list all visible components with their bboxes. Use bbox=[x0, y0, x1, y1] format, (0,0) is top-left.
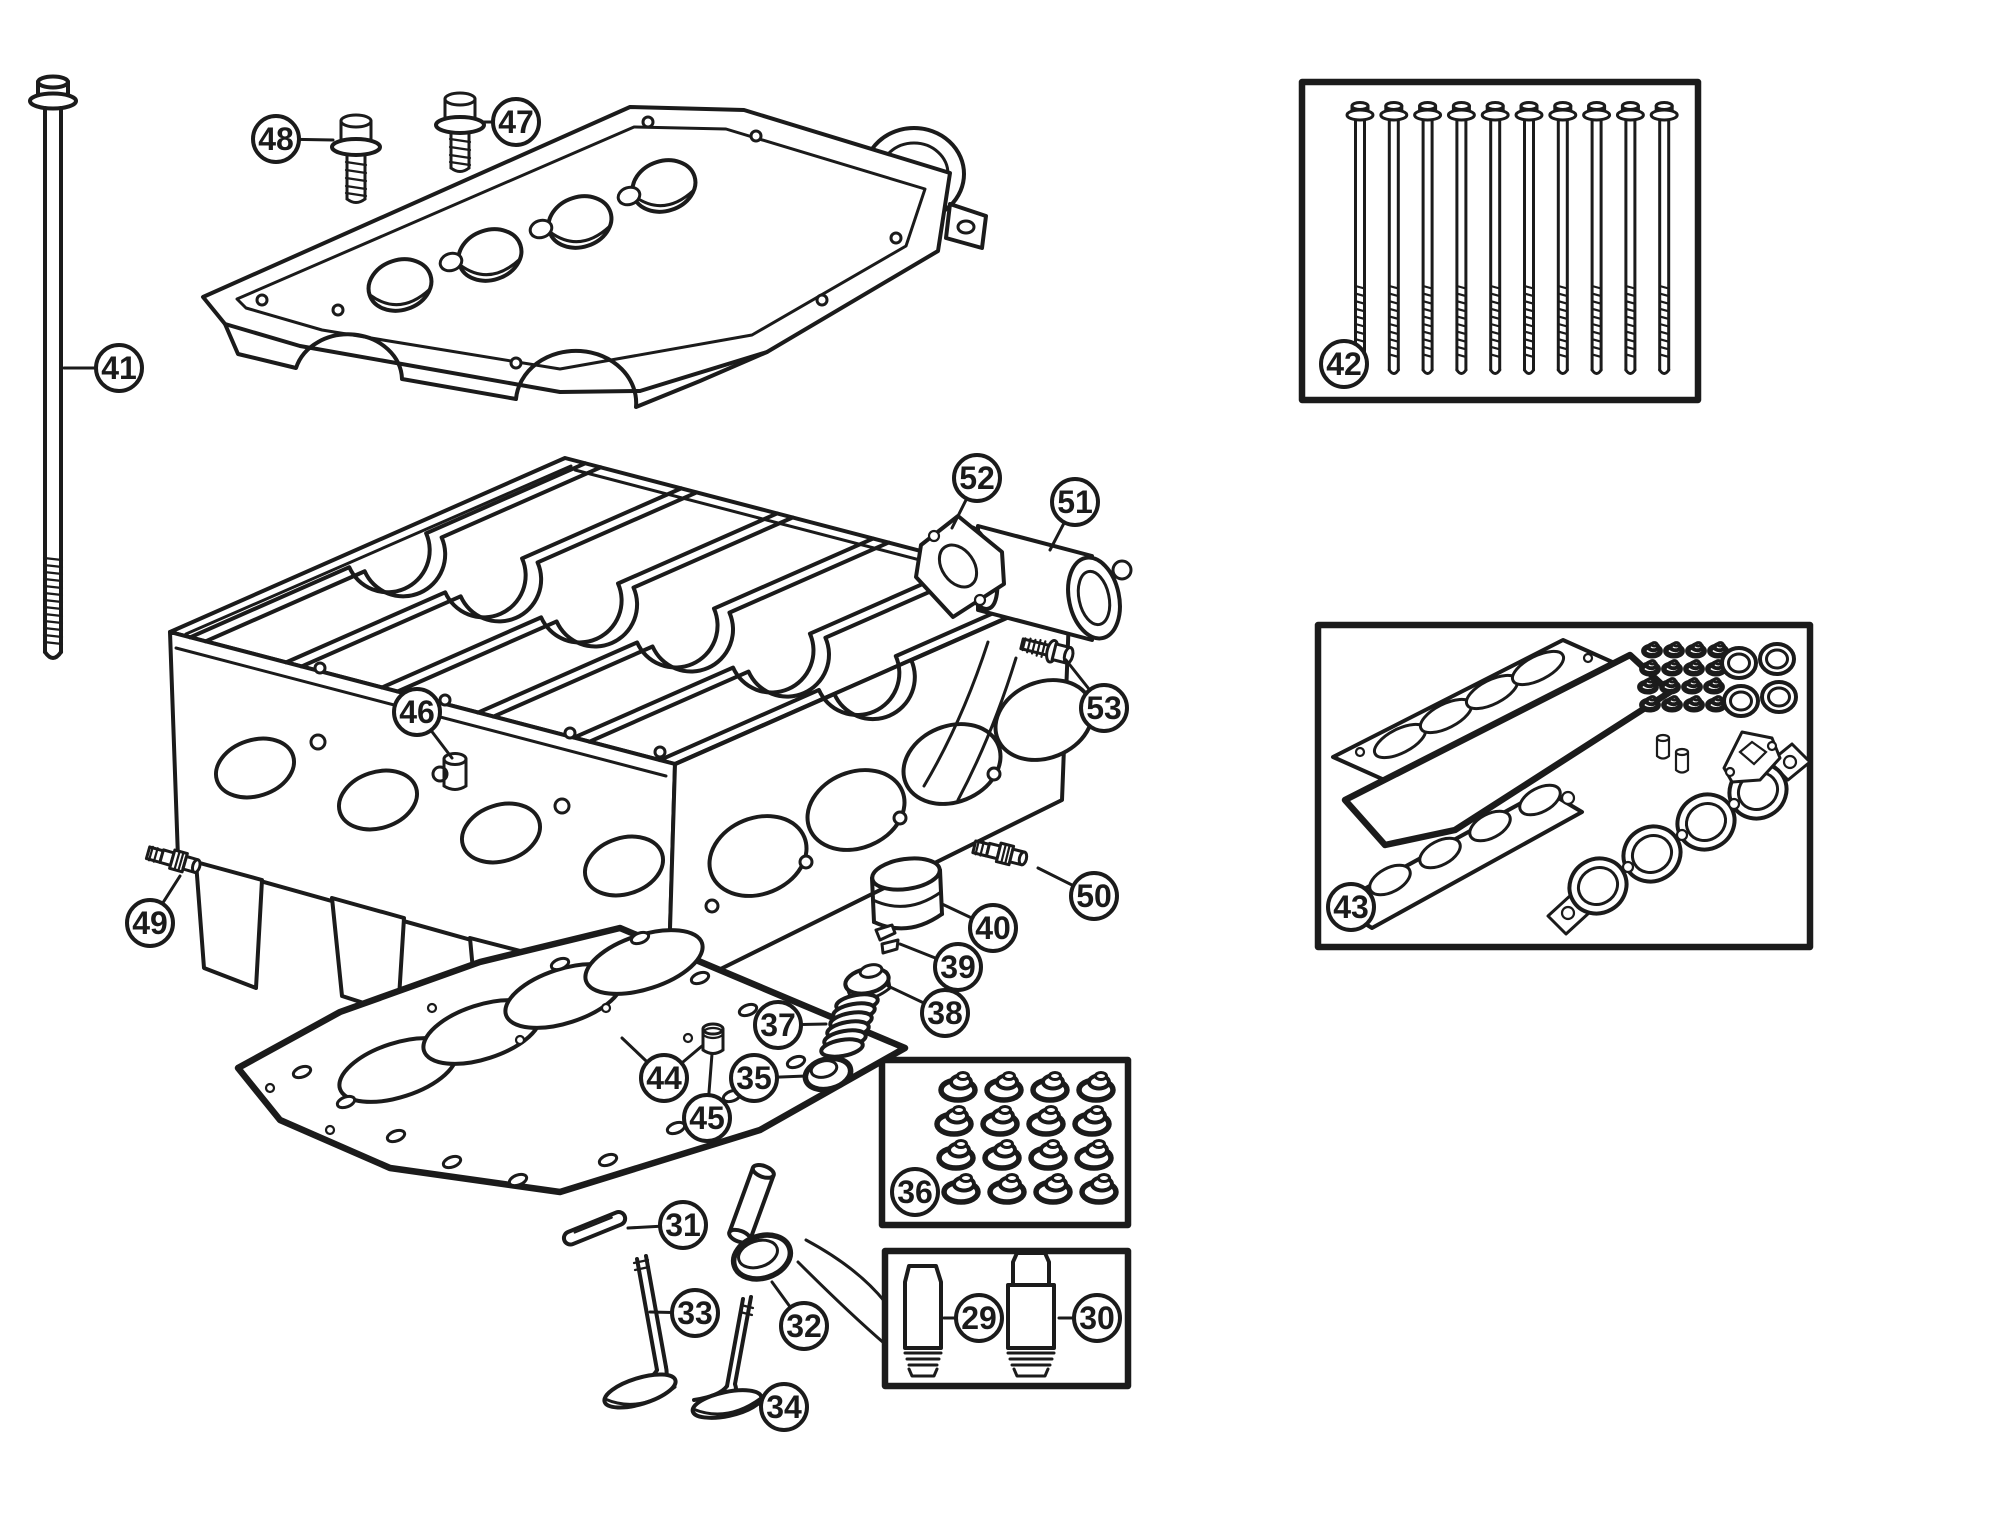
callout-32[interactable]: 32 bbox=[770, 1280, 829, 1351]
callout-46[interactable]: 46 bbox=[392, 687, 454, 760]
callout-number-30: 30 bbox=[1079, 1300, 1115, 1336]
callout-number-36: 36 bbox=[897, 1174, 933, 1210]
callout-30[interactable]: 30 bbox=[1057, 1293, 1122, 1343]
head-gasket bbox=[234, 924, 909, 1196]
callout-number-50: 50 bbox=[1076, 878, 1112, 914]
callout-44[interactable]: 44 bbox=[620, 1036, 704, 1103]
callout-number-53: 53 bbox=[1086, 690, 1122, 726]
callout-number-37: 37 bbox=[760, 1007, 796, 1043]
callout-number-46: 46 bbox=[399, 694, 435, 730]
callout-number-52: 52 bbox=[959, 460, 995, 496]
callout-48[interactable]: 48 bbox=[251, 114, 335, 164]
gasket-set-dowels bbox=[1655, 733, 1690, 774]
callout-number-51: 51 bbox=[1057, 484, 1093, 520]
dowel-pin bbox=[561, 1210, 628, 1247]
gasket-set-box bbox=[1314, 621, 1814, 951]
gasket-set-cam-seals bbox=[1720, 642, 1798, 718]
water-outlet-elbow bbox=[922, 524, 1133, 802]
cam-follower-tappet bbox=[870, 856, 944, 931]
callout-43[interactable]: 43 bbox=[1326, 882, 1376, 932]
valve-stem-seals bbox=[934, 1071, 1119, 1205]
temperature-sender bbox=[144, 845, 202, 874]
stem-seal-set-box bbox=[878, 1056, 1132, 1229]
cam-cover-bolt-48 bbox=[330, 113, 382, 204]
callout-42[interactable]: 42 bbox=[1319, 339, 1369, 389]
core-plug bbox=[802, 1055, 854, 1093]
callout-number-47: 47 bbox=[498, 104, 534, 140]
callout-number-43: 43 bbox=[1333, 889, 1369, 925]
gasket-set-manifold-gasket-left bbox=[1333, 783, 1584, 930]
exhaust-valve bbox=[690, 1295, 764, 1420]
head-bolt-set-box bbox=[1298, 78, 1702, 404]
callout-number-40: 40 bbox=[975, 910, 1011, 946]
head-bolt bbox=[1446, 101, 1476, 375]
valve-guide-set-box bbox=[881, 1247, 1132, 1390]
callout-number-49: 49 bbox=[132, 905, 168, 941]
callout-40[interactable]: 40 bbox=[940, 902, 1018, 953]
outlet-elbow-bolt bbox=[1019, 637, 1075, 665]
callout-35[interactable]: 35 bbox=[729, 1053, 808, 1103]
callout-33[interactable]: 33 bbox=[648, 1288, 720, 1338]
callout-51[interactable]: 51 bbox=[1048, 477, 1100, 552]
callout-number-42: 42 bbox=[1326, 346, 1362, 382]
callout-31[interactable]: 31 bbox=[626, 1200, 708, 1250]
guide-link-lines bbox=[796, 1238, 887, 1346]
valve-collets bbox=[874, 923, 900, 955]
gasket-set-outlet-gasket bbox=[1722, 730, 1782, 784]
inlet-valve bbox=[602, 1254, 678, 1410]
callout-number-45: 45 bbox=[689, 1100, 725, 1136]
callout-36[interactable]: 36 bbox=[890, 1167, 940, 1217]
head-bolt bbox=[1649, 101, 1679, 375]
callout-number-48: 48 bbox=[258, 121, 294, 157]
temperature-sensor bbox=[971, 839, 1029, 867]
head-bolt bbox=[1413, 101, 1443, 375]
callout-52[interactable]: 52 bbox=[950, 453, 1002, 530]
cam-cover-bolt-47 bbox=[434, 91, 486, 173]
callout-37[interactable]: 37 bbox=[753, 1000, 828, 1050]
callout-50[interactable]: 50 bbox=[1036, 866, 1119, 921]
callout-53[interactable]: 53 bbox=[1064, 658, 1129, 733]
valve-spring bbox=[819, 992, 880, 1059]
callout-49[interactable]: 49 bbox=[125, 874, 182, 948]
callout-number-44: 44 bbox=[646, 1060, 682, 1096]
head-bolt bbox=[1548, 101, 1578, 375]
head-bolt bbox=[1379, 101, 1409, 375]
callout-number-38: 38 bbox=[927, 995, 963, 1031]
callout-29[interactable]: 29 bbox=[942, 1293, 1004, 1343]
callout-number-39: 39 bbox=[940, 949, 976, 985]
callout-34[interactable]: 34 bbox=[755, 1382, 809, 1432]
exhaust-valve-guide bbox=[1006, 1251, 1056, 1378]
long-head-bolt bbox=[28, 74, 78, 660]
cam-cover bbox=[201, 105, 988, 409]
callout-38[interactable]: 38 bbox=[886, 984, 970, 1038]
inlet-valve-guide bbox=[903, 1264, 943, 1378]
callout-number-29: 29 bbox=[961, 1300, 997, 1336]
head-bolt bbox=[1615, 101, 1645, 375]
valve-seat bbox=[730, 1232, 794, 1282]
callout-number-33: 33 bbox=[677, 1295, 713, 1331]
callout-47[interactable]: 47 bbox=[482, 97, 541, 147]
head-bolt bbox=[1582, 101, 1612, 375]
head-bolt bbox=[1514, 101, 1544, 375]
gasket-set-lower-gasket bbox=[1341, 651, 1674, 849]
callout-45[interactable]: 45 bbox=[682, 1052, 732, 1143]
callout-41[interactable]: 41 bbox=[62, 343, 144, 393]
head-bolt bbox=[1480, 101, 1510, 375]
callout-number-35: 35 bbox=[736, 1060, 772, 1096]
callout-39[interactable]: 39 bbox=[898, 942, 983, 992]
water-outlet-gasket bbox=[914, 514, 1006, 619]
callout-number-41: 41 bbox=[101, 350, 137, 386]
blanking-plug bbox=[442, 752, 468, 791]
callout-number-34: 34 bbox=[766, 1389, 802, 1425]
callout-number-31: 31 bbox=[665, 1207, 701, 1243]
callout-number-32: 32 bbox=[786, 1308, 822, 1344]
gasket-set-manifold-gasket-right bbox=[1546, 742, 1812, 936]
